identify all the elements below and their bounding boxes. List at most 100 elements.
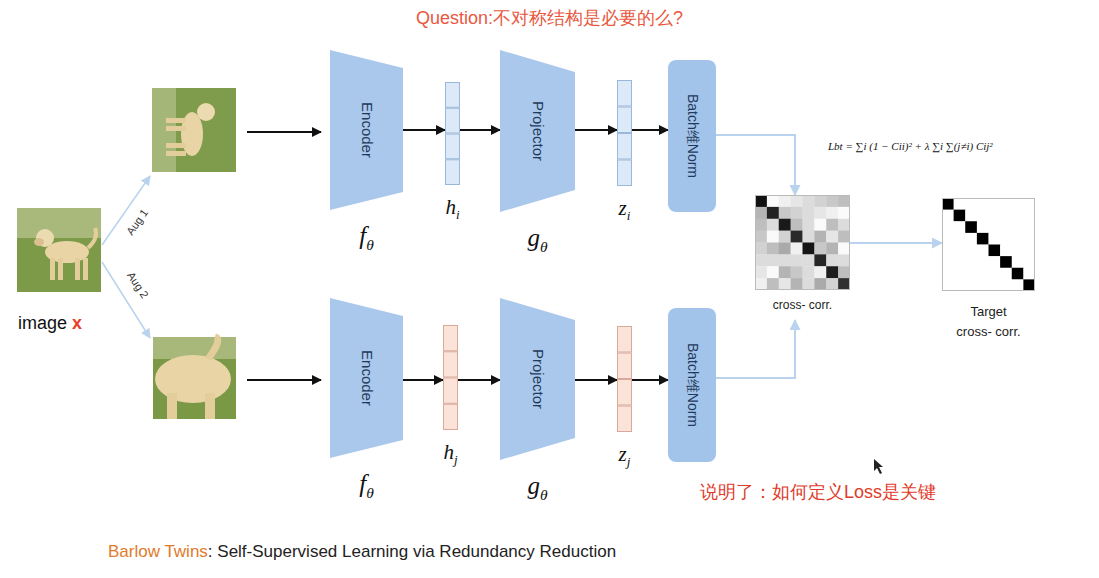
target-matrix: Targetcross- corr. bbox=[942, 198, 1035, 344]
matrix-cell bbox=[942, 245, 954, 257]
matrix-cell bbox=[779, 219, 791, 231]
vector-cell bbox=[618, 81, 632, 107]
trapezoid-fill bbox=[500, 298, 575, 460]
matrix-cell bbox=[942, 221, 954, 233]
matrix-cell bbox=[755, 243, 767, 255]
matrix-cell bbox=[791, 207, 803, 219]
batchnorm-box: Batch维Norm bbox=[668, 308, 716, 462]
loss-formula: Lbt = ∑i (1 − Cii)² + λ ∑i ∑(j≠i) Cij² bbox=[828, 140, 993, 152]
block-name: Projector bbox=[529, 349, 546, 409]
matrix-cell bbox=[965, 245, 977, 257]
matrix-cell bbox=[755, 231, 767, 243]
connector-arrow bbox=[716, 320, 795, 378]
matrix-cell bbox=[767, 207, 779, 219]
matrix-cell bbox=[814, 278, 826, 290]
augmentation-label: Aug 2 bbox=[125, 270, 151, 301]
matrix-cell bbox=[1000, 245, 1012, 257]
matrix-cell bbox=[803, 266, 815, 278]
matrix-cell bbox=[965, 268, 977, 280]
matrix-cell bbox=[954, 268, 966, 280]
augmented-photo bbox=[153, 337, 236, 419]
matrix-cell bbox=[1023, 256, 1035, 268]
matrix-cell bbox=[965, 233, 977, 245]
matrix-cell bbox=[755, 219, 767, 231]
matrix-cell bbox=[826, 266, 838, 278]
matrix-cell bbox=[779, 243, 791, 255]
matrix-cell bbox=[942, 210, 954, 222]
matrix-cell bbox=[803, 195, 815, 207]
matrix-cell bbox=[791, 266, 803, 278]
projector-block: Projectorgθ bbox=[500, 50, 575, 212]
connector-arrow bbox=[575, 129, 617, 131]
vector-cell bbox=[446, 134, 460, 159]
matrix-cell bbox=[767, 278, 779, 290]
vector-cell bbox=[446, 160, 460, 185]
augmentation-label: Aug 1 bbox=[124, 207, 150, 237]
paper-name: Barlow Twins bbox=[108, 542, 208, 561]
subscript: i bbox=[456, 207, 460, 222]
matrix-cell bbox=[1012, 268, 1024, 280]
matrix-cell bbox=[767, 195, 779, 207]
embedding-vector: zi bbox=[617, 80, 632, 186]
vector-cell bbox=[618, 107, 632, 133]
matrix-cell bbox=[791, 243, 803, 255]
slide-note: 说明了：如何定义Loss是关键 bbox=[700, 480, 936, 504]
matrix-cell bbox=[838, 207, 850, 219]
subscript: i bbox=[627, 208, 631, 223]
connector-arrow bbox=[716, 135, 795, 195]
matrix-cell bbox=[838, 254, 850, 266]
matrix-cell bbox=[803, 231, 815, 243]
matrix-cell bbox=[779, 207, 791, 219]
matrix-frame bbox=[943, 199, 1035, 291]
matrix-cell bbox=[814, 231, 826, 243]
matrix-cell bbox=[965, 256, 977, 268]
batchnorm-box: Batch维Norm bbox=[668, 60, 716, 212]
matrix-cell bbox=[942, 256, 954, 268]
vector-cell bbox=[444, 352, 458, 377]
dog-photo bbox=[17, 208, 101, 292]
block-name: Projector bbox=[529, 101, 546, 161]
vector-cell bbox=[444, 404, 458, 429]
matrix-cell bbox=[779, 278, 791, 290]
matrix-cell bbox=[1012, 279, 1024, 291]
matrix-cell bbox=[767, 243, 779, 255]
encoder-block: Encoderfθ bbox=[330, 298, 403, 458]
matrix-cell bbox=[838, 195, 850, 207]
matrix-cell bbox=[767, 219, 779, 231]
matrix-cell bbox=[779, 254, 791, 266]
matrix-cell bbox=[1023, 268, 1035, 280]
input-variable: x bbox=[72, 313, 82, 334]
matrix-cell bbox=[989, 245, 1001, 257]
matrix-cell bbox=[954, 256, 966, 268]
trapezoid-fill bbox=[330, 50, 403, 210]
input-label: image bbox=[18, 313, 67, 334]
matrix-cell bbox=[755, 278, 767, 290]
connector-arrow bbox=[403, 129, 445, 131]
matrix-cell bbox=[942, 198, 954, 210]
subscript: j bbox=[454, 452, 458, 467]
matrix-caption: Target bbox=[970, 304, 1006, 319]
connector-arrow bbox=[460, 129, 500, 131]
matrix-cell bbox=[826, 207, 838, 219]
matrix-cell bbox=[814, 243, 826, 255]
matrix-cell bbox=[989, 233, 1001, 245]
matrix-cell bbox=[954, 221, 966, 233]
vector-cell bbox=[618, 406, 632, 432]
connector-arrow bbox=[850, 242, 942, 244]
vector-cell bbox=[446, 108, 460, 133]
aug-arrow bbox=[102, 176, 150, 245]
matrix-cell bbox=[977, 279, 989, 291]
matrix-cell bbox=[755, 195, 767, 207]
matrix-cell bbox=[1012, 221, 1024, 233]
matrix-cell bbox=[989, 256, 1001, 268]
matrix-cell bbox=[803, 278, 815, 290]
matrix-cell bbox=[767, 266, 779, 278]
function-symbol: fθ bbox=[359, 470, 374, 498]
matrix-cell bbox=[965, 198, 977, 210]
matrix-cell bbox=[954, 198, 966, 210]
matrix-cell bbox=[989, 210, 1001, 222]
vector-cells bbox=[617, 326, 632, 432]
matrix-cell bbox=[1023, 210, 1035, 222]
subscript: θ bbox=[366, 484, 374, 501]
matrix-cell bbox=[977, 210, 989, 222]
